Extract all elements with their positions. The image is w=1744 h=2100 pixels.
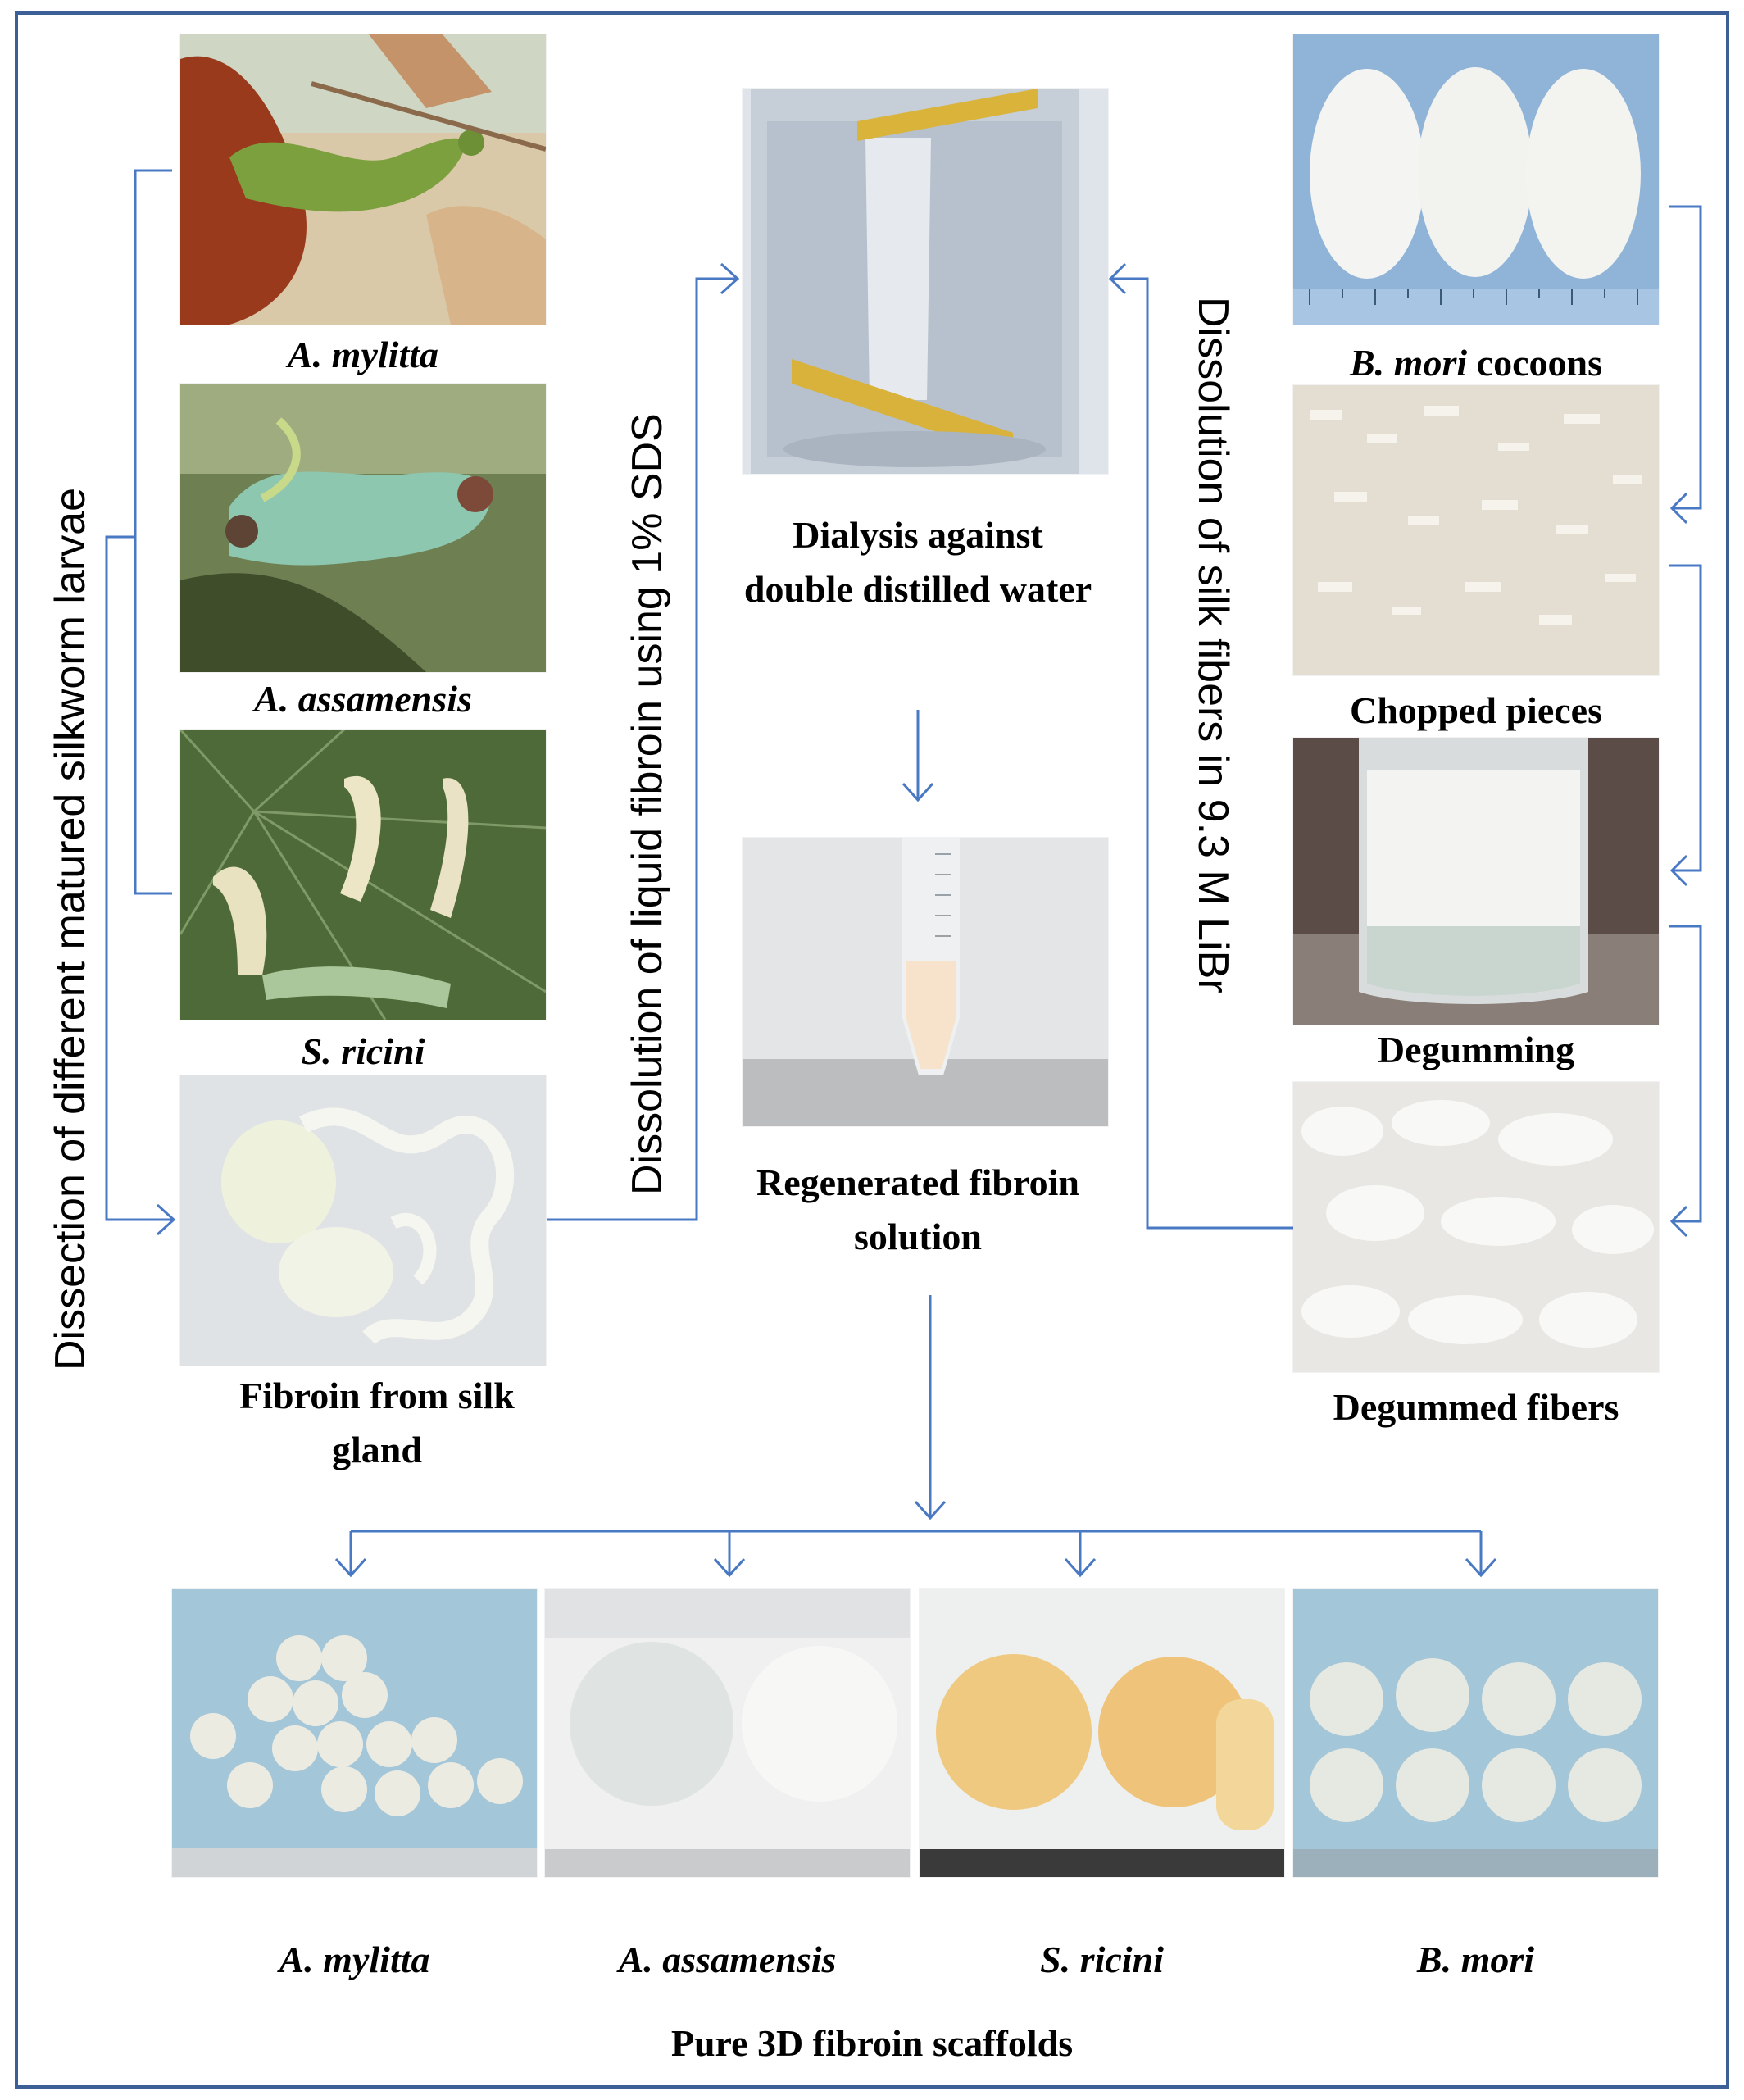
- caption-a-mylitta-larva: A. mylitta: [288, 334, 438, 375]
- caption-scaffold-a-mylitta: A. mylitta: [279, 1939, 430, 1980]
- caption-degummed-fibers: Degummed fibers: [1333, 1386, 1619, 1428]
- caption-fibroin-silk-gland: Fibroin from silk gland: [239, 1375, 515, 1470]
- photo-s-ricini-larva: [180, 730, 546, 1020]
- photo-bmori-cocoons: [1293, 34, 1659, 325]
- photo-scaffold-a-mylitta: [172, 1589, 537, 1877]
- photo-scaffold-s-ricini: [920, 1589, 1284, 1877]
- photo-scaffold-a-assamensis: [545, 1589, 910, 1877]
- photo-a-assamensis-larva: [180, 384, 546, 672]
- photo-degumming: [1293, 738, 1659, 1025]
- photo-degummed-fibers: [1293, 1082, 1659, 1372]
- photo-regenerated-solution: [743, 838, 1108, 1126]
- caption-a-assamensis-larva: A. assamensis: [254, 678, 472, 720]
- footer-title: Pure 3D fibroin scaffolds: [670, 2022, 1074, 2064]
- caption-bmori-cocoons-species: B. mori: [1350, 342, 1468, 384]
- caption-scaffold-b-mori: B. mori: [1416, 1939, 1535, 1980]
- figure-frame: [15, 11, 1729, 2089]
- caption-regenerated-solution: Regenerated fibroin solution: [756, 1161, 1079, 1257]
- photo-fibroin-silk-gland: [180, 1075, 546, 1366]
- caption-chopped-pieces: Chopped pieces: [1350, 689, 1602, 731]
- caption-scaffold-s-ricini: S. ricini: [1040, 1939, 1164, 1980]
- caption-bmori-cocoons-suffix: cocoons: [1467, 342, 1602, 384]
- label-dissolution-sds: Dissolution of liquid fibroin using 1% S…: [624, 413, 671, 1195]
- photo-chopped-pieces: [1293, 385, 1659, 675]
- caption-s-ricini-larva: S. ricini: [301, 1030, 425, 1072]
- label-dissection: Dissection of different matured silkworm…: [47, 487, 94, 1370]
- photo-scaffold-b-mori: [1293, 1589, 1658, 1877]
- caption-degumming: Degumming: [1377, 1029, 1575, 1070]
- caption-dialysis: Dialysis against double distilled water: [743, 514, 1092, 610]
- photo-dialysis: [743, 89, 1108, 474]
- caption-scaffold-a-assamensis: A. assamensis: [618, 1939, 837, 1980]
- caption-bmori-cocoons: B. mori cocoons: [1293, 336, 1659, 390]
- photo-a-mylitta-larva: [180, 34, 546, 325]
- label-dissolution-libr: Dissolution of silk fibers in 9.3 M LiBr: [1189, 297, 1237, 993]
